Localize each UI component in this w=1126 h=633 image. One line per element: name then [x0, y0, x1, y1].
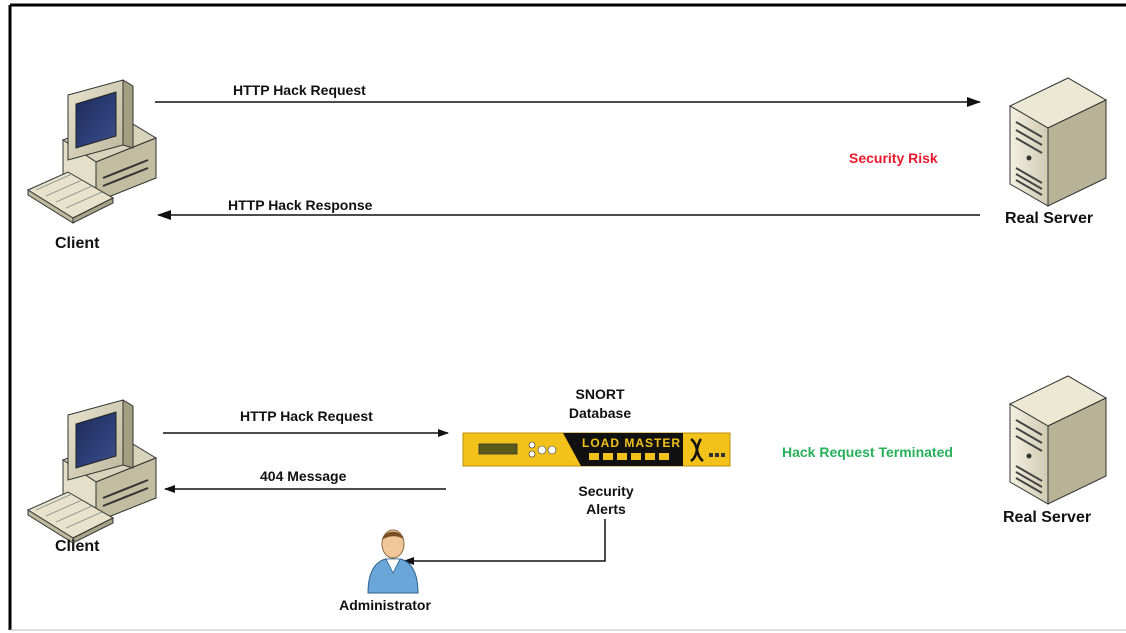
database-label: Database — [568, 405, 632, 421]
loadmaster-device-icon — [462, 432, 731, 467]
administrator-label: Administrator — [339, 597, 431, 613]
security-alerts-label-line2: Alerts — [586, 501, 626, 517]
top-client-label: Client — [55, 235, 100, 252]
top-response-label: HTTP Hack Response — [228, 197, 373, 213]
security-alerts-label-line1: Security — [578, 483, 634, 499]
security-risk-label: Security Risk — [849, 150, 938, 166]
snort-label: SNORT — [575, 386, 625, 402]
client-computer-icon — [26, 399, 158, 544]
bottom-request-label: HTTP Hack Request — [240, 408, 373, 424]
bottom-client-label: Client — [55, 538, 100, 555]
404-message-label: 404 Message — [260, 468, 347, 484]
alerts-to-admin-arrow — [403, 519, 606, 565]
server-icon — [1008, 77, 1108, 207]
server-icon — [1008, 375, 1108, 505]
device-brand-label: LOAD MASTER — [582, 436, 681, 450]
top-server-label: Real Server — [1005, 210, 1094, 227]
administrator-person-icon — [367, 529, 419, 594]
diagram-frame — [8, 3, 1126, 631]
bottom-server-label: Real Server — [1003, 509, 1092, 526]
client-computer-icon — [26, 79, 158, 224]
hack-request-terminated-label: Hack Request Terminated — [782, 444, 953, 460]
top-request-label: HTTP Hack Request — [233, 82, 366, 98]
